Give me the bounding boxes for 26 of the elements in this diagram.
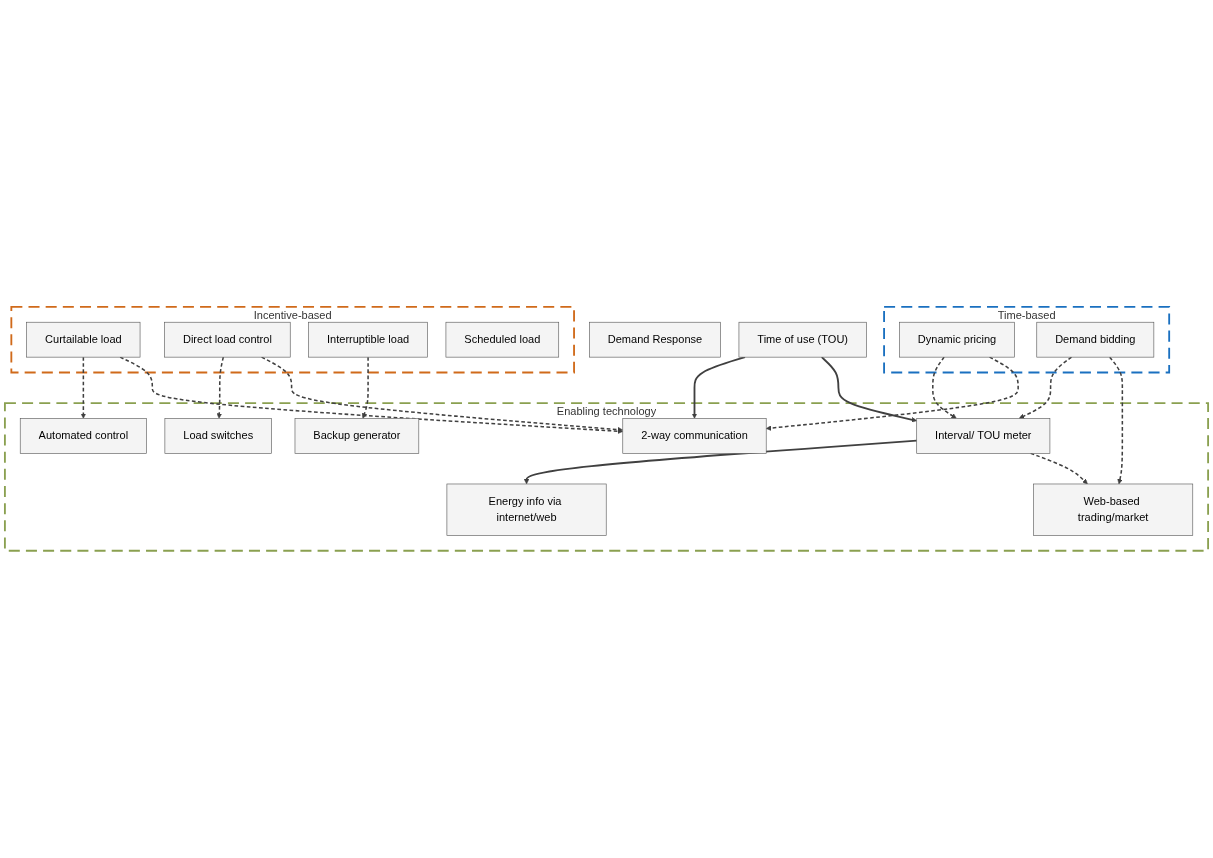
arrow — [80, 356, 87, 419]
node-box: 2-way communication — [622, 418, 767, 454]
node-box: Load switches — [164, 418, 272, 454]
node-box: Energy info via internet/web — [446, 483, 607, 536]
arrow — [765, 356, 1019, 431]
arrow — [1108, 356, 1124, 485]
arrow — [260, 356, 623, 433]
node-box: Dynamic pricing — [899, 322, 1015, 358]
arrow — [361, 356, 369, 419]
arrow — [119, 356, 623, 435]
node-box: Time of use (TOU) — [738, 322, 867, 358]
node-box: Curtailable load — [26, 322, 141, 358]
node-box: Demand bidding — [1036, 322, 1155, 358]
arrow — [523, 439, 918, 485]
arrow — [1018, 356, 1073, 419]
node-box: Backup generator — [294, 418, 420, 454]
node-box: Scheduled load — [445, 322, 560, 358]
node-box: Interruptible load — [308, 322, 428, 358]
arrow — [216, 356, 225, 419]
arrow — [932, 356, 957, 419]
node-box: Demand Response — [589, 322, 721, 358]
node-box: Direct load control — [164, 322, 291, 358]
node-box: Automated control — [19, 418, 147, 454]
arrow — [820, 356, 917, 423]
node-box: Interval/ TOU meter — [916, 418, 1051, 454]
node-box: Web-based trading/market — [1033, 483, 1194, 536]
